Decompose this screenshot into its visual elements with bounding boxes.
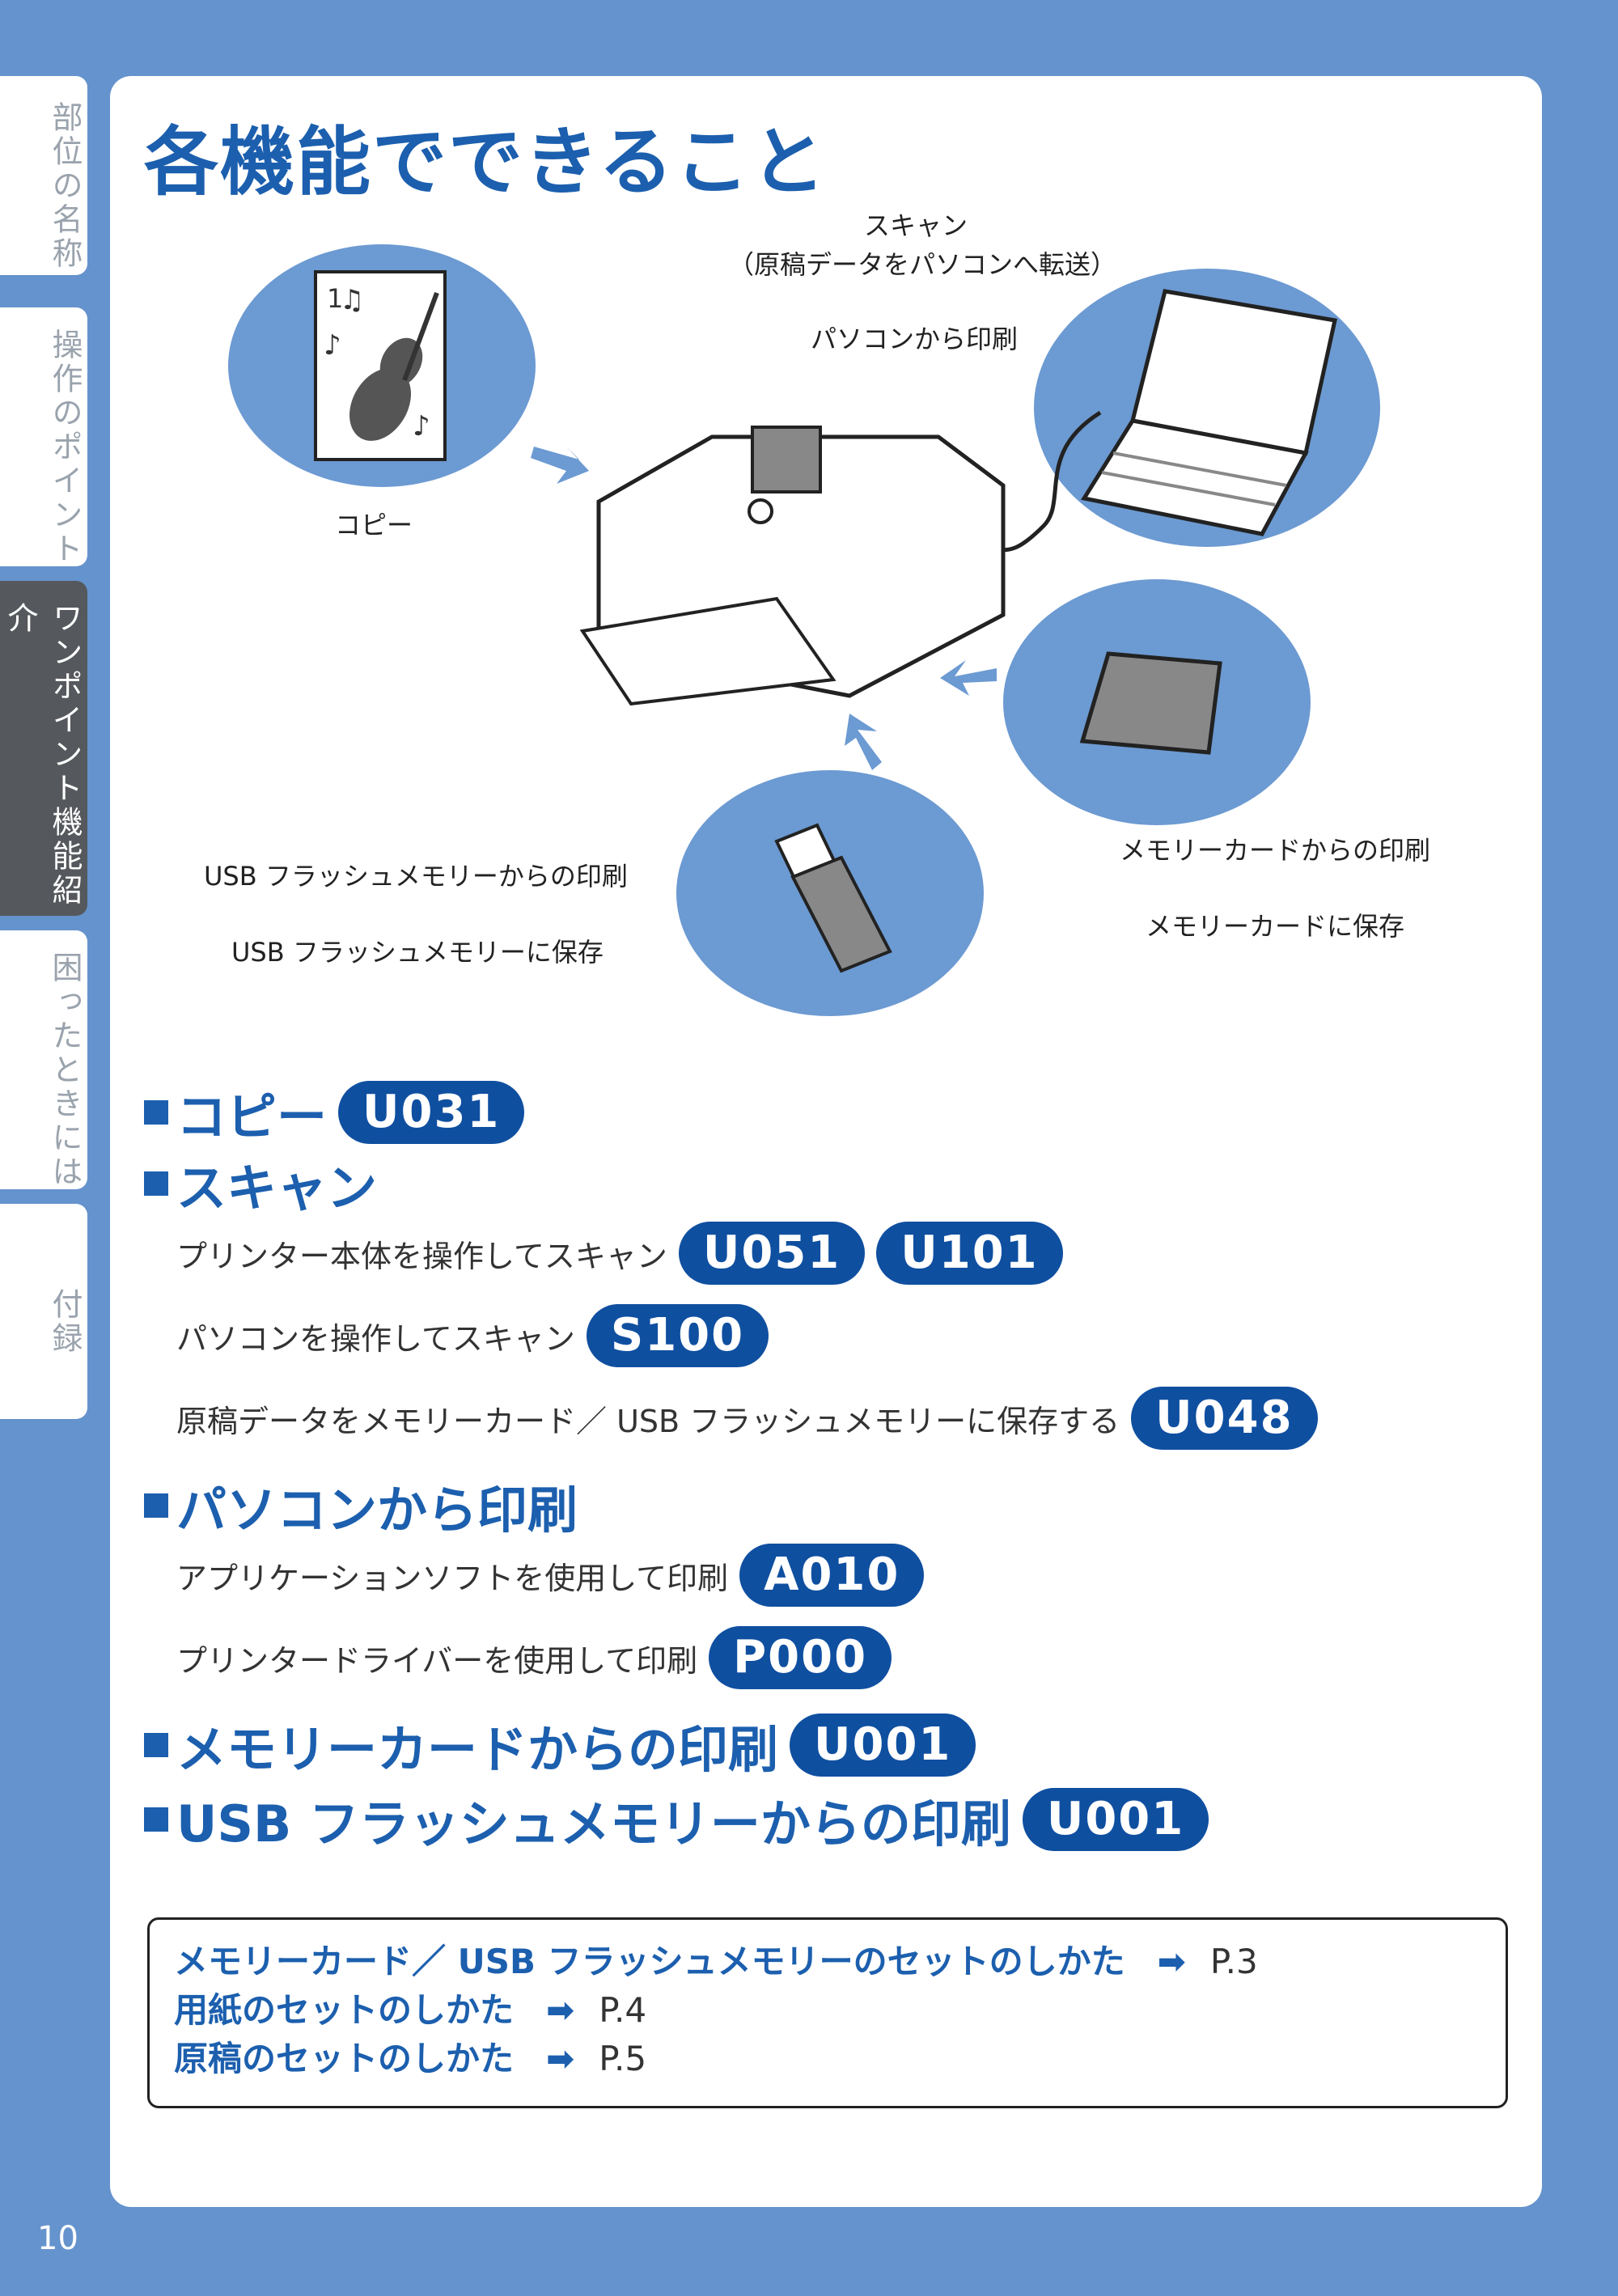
section-pc-print: パソコンから印刷 <box>144 1469 578 1542</box>
section-copy: コピー U031 <box>144 1076 525 1149</box>
code-link-copy[interactable]: U031 <box>338 1081 525 1144</box>
usb-drive-icon <box>774 823 892 973</box>
scan-item-pc: パソコンを操作してスキャン S100 <box>176 1304 769 1367</box>
pc-print-item-driver-text: プリンタードライバーを使用して印刷 <box>176 1642 698 1679</box>
scan-item-save: 原稿データをメモリーカード／ USB フラッシュメモリーに保存する U048 <box>176 1387 1318 1450</box>
sidebar-tab-parts[interactable]: 部位の名称 <box>0 76 87 275</box>
label-memcard-print: メモリーカードからの印刷 <box>1120 835 1431 866</box>
label-usb-print: USB フラッシュメモリーからの印刷 <box>204 861 628 892</box>
code-link-s100[interactable]: S100 <box>586 1304 769 1367</box>
page-number: 10 <box>37 2220 78 2257</box>
label-copy: コピー <box>335 510 413 540</box>
label-scan: スキャン <box>864 210 968 241</box>
label-scan-sub: （原稿データをパソコンへ転送） <box>728 249 1117 280</box>
memcard-arrow <box>940 660 997 696</box>
sheet-music-icon: 1 ♫ ♪ ♪ <box>314 270 447 461</box>
svg-text:♫: ♫ <box>340 284 364 316</box>
ref-memcard-usb[interactable]: メモリーカード／ USB フラッシュメモリーのセットのしかた ➡ P.3 <box>174 1934 1258 1984</box>
right-arrow-icon: ➡ <box>1157 1942 1186 1981</box>
section-usb: USB フラッシュメモリーからの印刷 U001 <box>144 1783 1209 1856</box>
svg-text:1: 1 <box>327 283 343 314</box>
reference-box: メモリーカード／ USB フラッシュメモリーのセットのしかた ➡ P.3 用紙のセッ… <box>147 1917 1508 2108</box>
section-memcard-title: メモリーカードからの印刷 <box>176 1720 779 1779</box>
scan-item-pc-text: パソコンを操作してスキャン <box>176 1320 575 1357</box>
section-scan: スキャン <box>144 1147 377 1220</box>
ref-page: P.4 <box>599 1990 647 2030</box>
label-usb-save: USB フラッシュメモリーに保存 <box>231 937 604 968</box>
square-bullet-icon <box>144 1100 168 1125</box>
ref-paper-text: 用紙のセットのしかた <box>174 1990 515 2030</box>
code-link-u101[interactable]: U101 <box>876 1222 1063 1285</box>
usb-arrow <box>845 714 882 770</box>
usb-cable <box>996 410 1102 553</box>
square-bullet-icon <box>144 1493 168 1518</box>
sidebar-tab-troubleshooting[interactable]: 困ったときには <box>0 930 87 1189</box>
ref-memcard-usb-text: メモリーカード／ USB フラッシュメモリーのセットのしかた <box>174 1942 1125 1981</box>
section-copy-title: コピー <box>176 1087 328 1146</box>
sidebar-tab-appendix[interactable]: 付録 <box>0 1204 87 1419</box>
code-link-usb[interactable]: U001 <box>1022 1788 1209 1851</box>
ref-page: P.3 <box>1209 1942 1258 1981</box>
copy-arrow <box>531 447 589 484</box>
memory-card-icon <box>1079 651 1222 755</box>
code-link-memcard[interactable]: U001 <box>790 1714 976 1777</box>
square-bullet-icon <box>144 1171 168 1196</box>
section-scan-title: スキャン <box>176 1159 378 1218</box>
right-arrow-icon: ➡ <box>546 1990 575 2030</box>
code-link-a010[interactable]: A010 <box>739 1544 925 1607</box>
scan-item-printer-text: プリンター本体を操作してスキャン <box>176 1238 667 1274</box>
pc-print-item-driver: プリンタードライバーを使用して印刷 P000 <box>176 1626 892 1689</box>
ref-original-text: 原稿のセットのしかた <box>174 2039 515 2078</box>
scan-item-save-text: 原稿データをメモリーカード／ USB フラッシュメモリーに保存する <box>176 1403 1120 1439</box>
right-arrow-icon: ➡ <box>546 2039 575 2078</box>
section-memcard: メモリーカードからの印刷 U001 <box>144 1709 976 1781</box>
ref-page: P.5 <box>599 2039 647 2078</box>
ref-original[interactable]: 原稿のセットのしかた ➡ P.5 <box>174 2031 646 2081</box>
code-link-p000[interactable]: P000 <box>709 1626 892 1689</box>
code-link-u048[interactable]: U048 <box>1131 1387 1318 1450</box>
printer-icon <box>579 426 1006 706</box>
page-title: 各機能でできること <box>144 119 828 205</box>
svg-text:♪: ♪ <box>413 410 430 443</box>
section-pc-print-title: パソコンから印刷 <box>176 1481 578 1540</box>
pc-print-item-app: アプリケーションソフトを使用して印刷 A010 <box>176 1544 925 1607</box>
ref-paper[interactable]: 用紙のセットのしかた ➡ P.4 <box>174 1983 646 2032</box>
scan-item-printer: プリンター本体を操作してスキャン U051 U101 <box>176 1222 1063 1285</box>
pc-print-item-app-text: アプリケーションソフトを使用して印刷 <box>176 1560 729 1596</box>
label-memcard-save: メモリーカードに保存 <box>1146 911 1405 942</box>
sidebar-tab-features[interactable]: ワンポイント機能紹介 <box>0 581 87 916</box>
sidebar-tab-operation[interactable]: 操作のポイント <box>0 307 87 566</box>
svg-text:♪: ♪ <box>324 329 341 362</box>
section-usb-title: USB フラッシュメモリーからの印刷 <box>176 1794 1011 1853</box>
label-pc-print: パソコンから印刷 <box>811 324 1019 354</box>
feature-diagram: 1 ♫ ♪ ♪ <box>228 244 1380 1016</box>
square-bullet-icon <box>144 1733 168 1757</box>
laptop-icon <box>1080 289 1338 536</box>
code-link-u051[interactable]: U051 <box>678 1222 866 1285</box>
square-bullet-icon <box>144 1807 168 1832</box>
